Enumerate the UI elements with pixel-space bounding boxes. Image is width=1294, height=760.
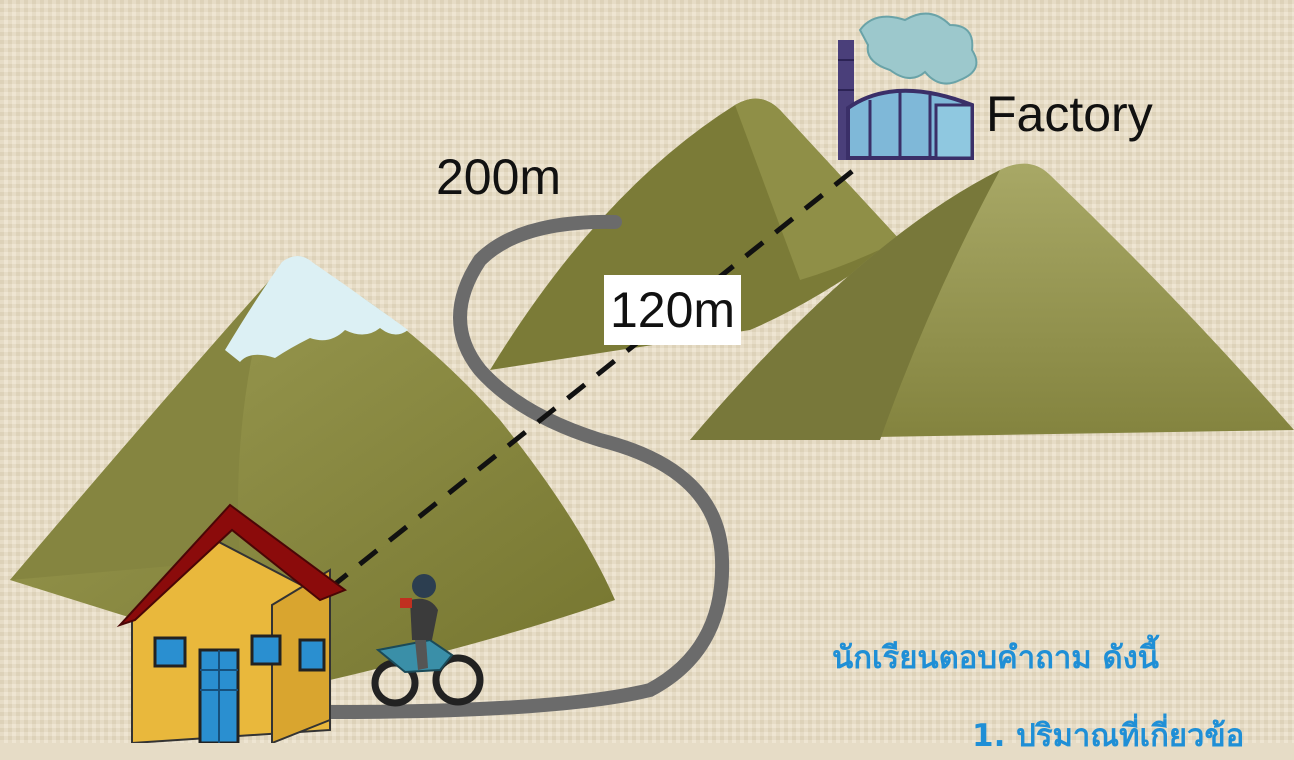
house-icon	[116, 503, 348, 743]
factory-icon	[838, 12, 978, 160]
factory-label: Factory	[986, 86, 1153, 142]
mountain-front-shadow	[10, 280, 270, 580]
road-distance-label: 200m	[436, 149, 562, 205]
mountain-back-right-shadow	[690, 170, 1000, 440]
instruction-text: นักเรียนตอบคำถาม ดังนี้	[832, 640, 1159, 676]
mountain-snow-cap	[225, 256, 408, 362]
straight-distance-label: 120m	[604, 275, 742, 345]
mountain-front	[10, 262, 615, 680]
winding-road	[323, 214, 730, 719]
illustration-scene	[0, 0, 1294, 743]
motorcycle-rider-icon	[371, 574, 484, 707]
question-item-1: 1. ปริมาณที่เกี่ยวข้อ	[972, 718, 1245, 754]
mountain-back-left-face	[735, 98, 900, 280]
